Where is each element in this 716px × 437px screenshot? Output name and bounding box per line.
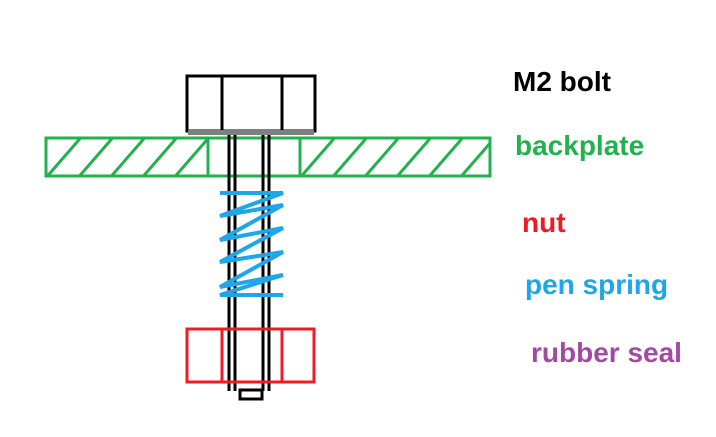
- label-nut: nut: [522, 207, 566, 238]
- pen-spring: [219, 191, 284, 297]
- label-pen-spring: pen spring: [525, 269, 669, 300]
- bolt-head: [185, 74, 317, 133]
- label-rubber-seal: rubber seal: [531, 337, 682, 368]
- bolt-head-underside: [188, 130, 314, 135]
- label-m2-bolt: M2 bolt: [513, 66, 611, 97]
- backplate: [44, 136, 492, 178]
- label-backplate: backplate: [515, 130, 645, 161]
- nut: [185, 327, 316, 384]
